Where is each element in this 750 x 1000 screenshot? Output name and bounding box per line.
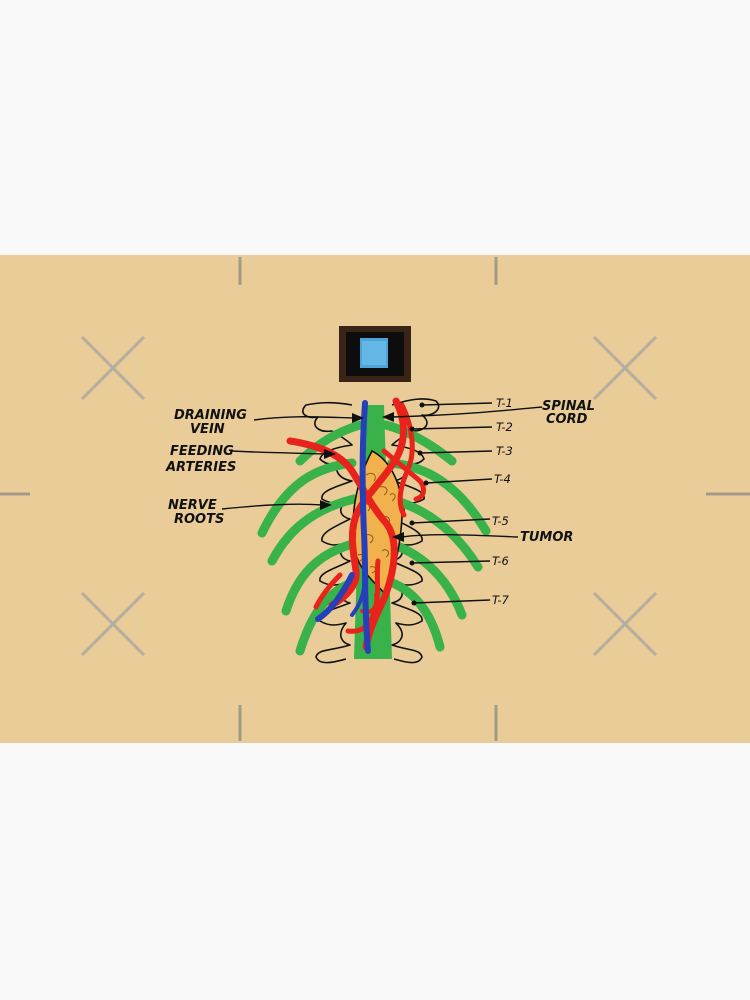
crop-marks [0,257,750,741]
vertebra-label-t7: T-7 [492,593,510,607]
watermark-x-marks [80,335,658,657]
label-feeding-arteries-line2: ARTERIES [165,460,236,475]
vertebra-label-t4: T-4 [494,472,511,486]
vertebra-label-t5: T-5 [492,514,509,528]
label-spinal-cord-line2: CORD [546,412,588,427]
label-spinal-cord-line1: SPINAL [542,399,595,414]
vertebra-label-t1: T-1 [496,396,513,410]
spine-diagram: DRAINING VEIN FEEDING ARTERIES NERVE ROO… [0,257,750,741]
vertebra-label-t3: T-3 [496,444,513,458]
feeding-arteries [286,397,426,651]
label-nerve-roots-line1: NERVE [168,498,217,513]
leader-lines [221,402,543,606]
framed-picture [339,326,411,382]
label-feeding-arteries-line1: FEEDING [170,444,234,459]
label-nerve-roots-line2: ROOTS [174,512,224,527]
vertebra-label-t6: T-6 [492,554,509,568]
label-draining-vein-line1: DRAINING [174,408,247,423]
label-draining-vein-line2: VEIN [190,422,225,437]
label-tumor: TUMOR [520,530,573,545]
artwork-panel: DRAINING VEIN FEEDING ARTERIES NERVE ROO… [0,255,750,743]
vertebra-label-t2: T-2 [496,420,513,434]
draining-vein [315,400,371,654]
